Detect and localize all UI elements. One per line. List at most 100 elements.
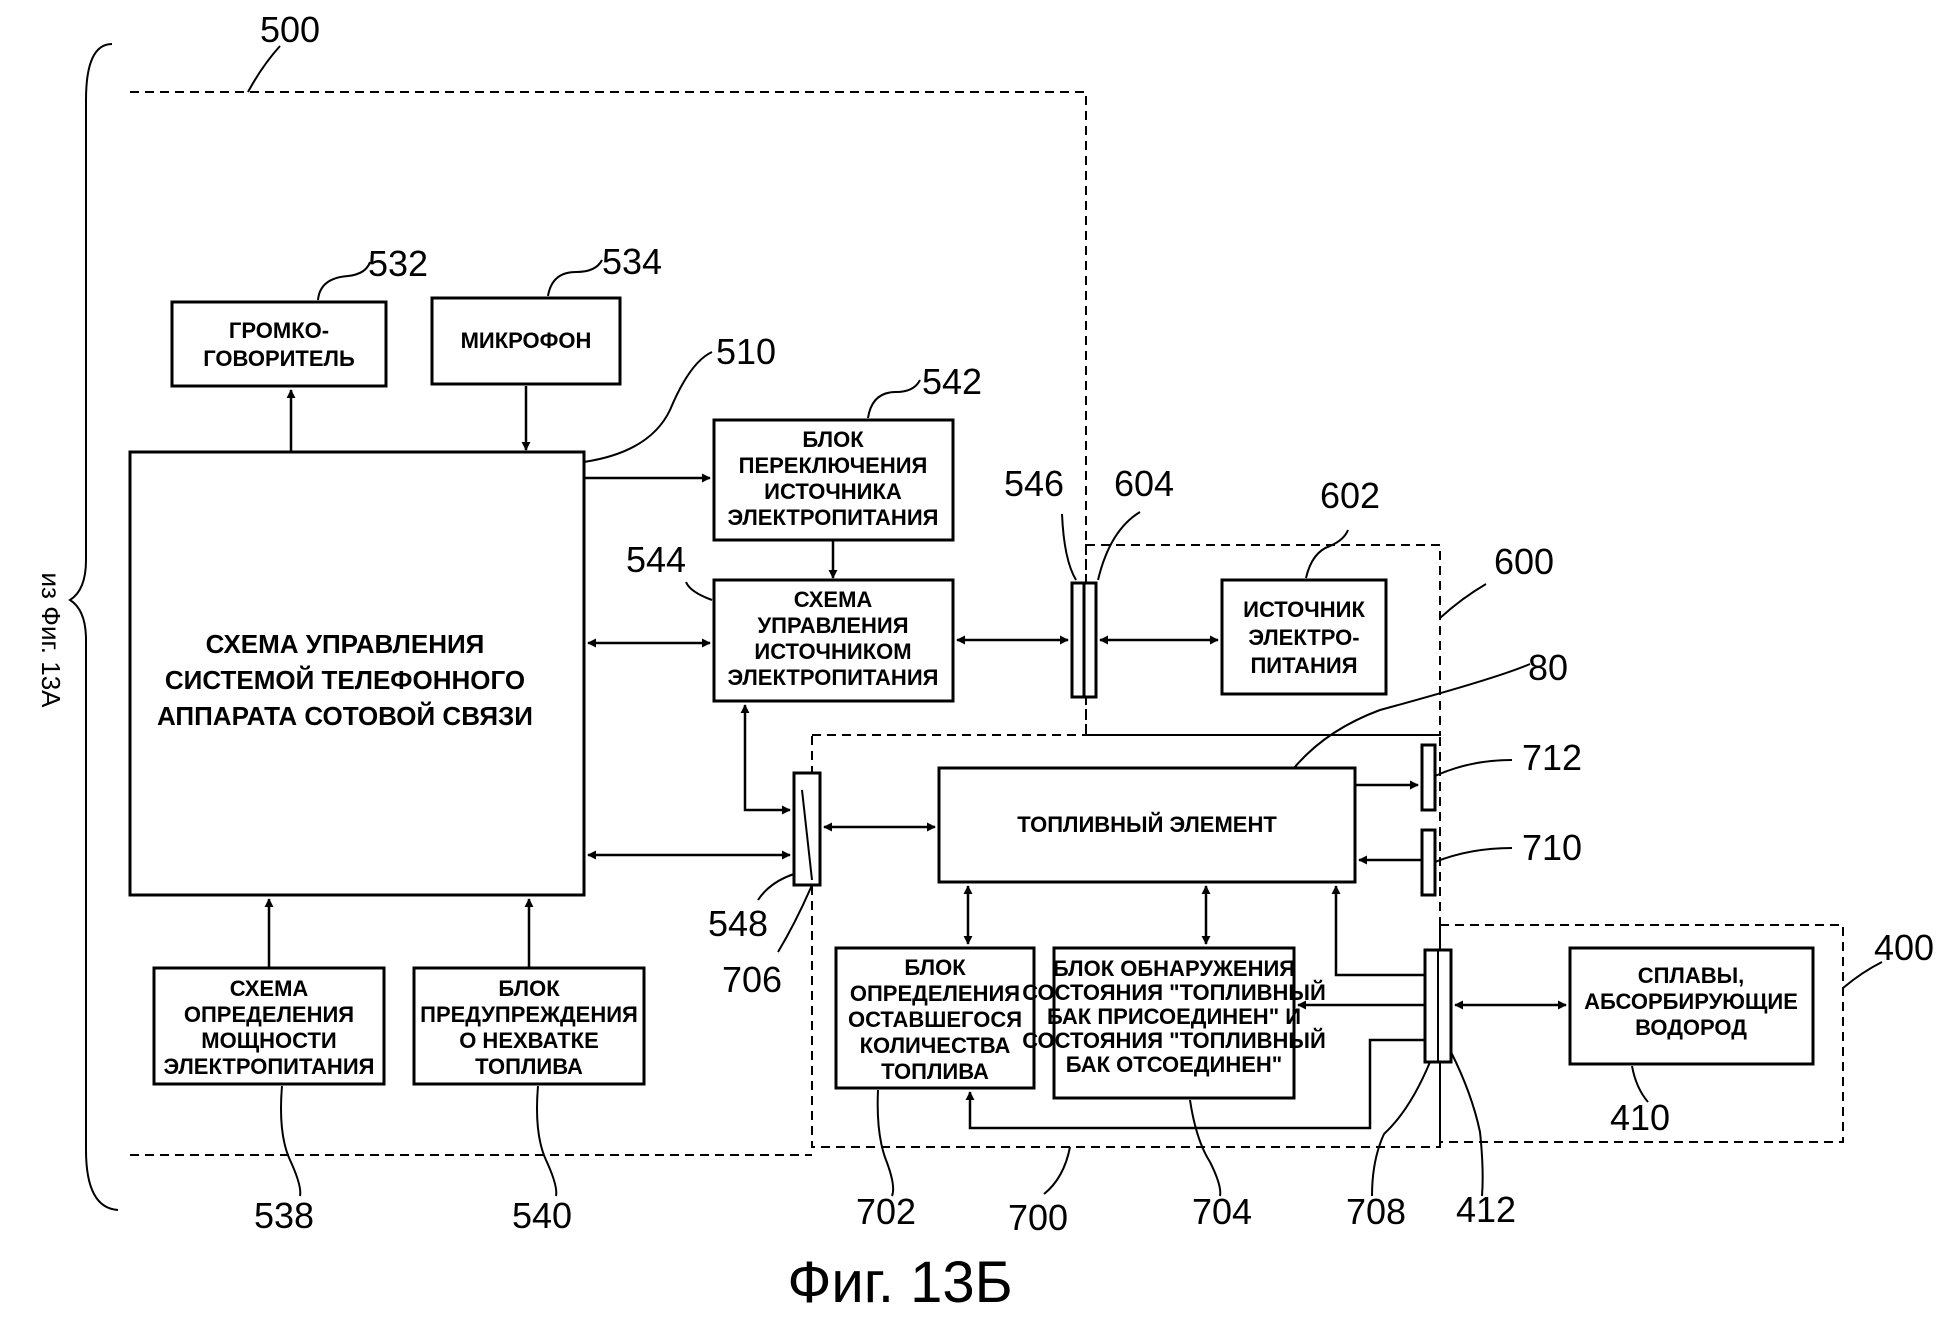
boundary-500 bbox=[130, 91, 1087, 735]
main-control-label-3: АППАРАТА СОТОВОЙ СВЯЗИ bbox=[157, 701, 533, 731]
power-switch-label-2: ПЕРЕКЛЮЧЕНИЯ bbox=[739, 453, 928, 478]
ref-604: 604 bbox=[1114, 463, 1174, 504]
fuel-remaining-label-3: ОСТАВШЕГОСЯ bbox=[848, 1007, 1022, 1032]
main-control-block bbox=[128, 450, 586, 897]
power-detect-label-2: ОПРЕДЕЛЕНИЯ bbox=[184, 1002, 354, 1027]
ref-708: 708 bbox=[1346, 1191, 1406, 1232]
ref-600: 600 bbox=[1494, 541, 1554, 582]
left-brace bbox=[68, 43, 119, 1211]
fuel-remaining-label-5: ТОПЛИВА bbox=[881, 1059, 989, 1084]
leader-702 bbox=[876, 1089, 895, 1197]
leader-710 bbox=[1434, 847, 1513, 863]
power-detect-block bbox=[152, 966, 386, 1086]
ref-412: 412 bbox=[1456, 1189, 1516, 1230]
power-switch-label-3: ИСТОЧНИКА bbox=[764, 479, 902, 504]
tank-state-label-2: СОСТОЯНИЯ "ТОПЛИВНЫЙ bbox=[1022, 980, 1326, 1005]
leader-542 bbox=[867, 379, 921, 419]
leader-544 bbox=[685, 581, 713, 601]
fuel-warning-label-4: ТОПЛИВА bbox=[475, 1054, 583, 1079]
leader-534 bbox=[547, 259, 603, 297]
fuel-remaining-label-2: ОПРЕДЕЛЕНИЯ bbox=[850, 981, 1020, 1006]
ref-602: 602 bbox=[1320, 475, 1380, 516]
speaker-label-2: ГОВОРИТЕЛЬ bbox=[203, 346, 355, 371]
power-detect-label-1: СХЕМА bbox=[230, 976, 309, 1001]
leader-412 bbox=[1450, 1051, 1484, 1197]
leader-538 bbox=[280, 1085, 302, 1197]
connector-548-706-split bbox=[801, 789, 813, 881]
leader-708 bbox=[1371, 1061, 1431, 1197]
ref-700: 700 bbox=[1008, 1197, 1068, 1238]
alloys-label-1: СПЛАВЫ, bbox=[1638, 963, 1745, 988]
ref-80: 80 bbox=[1528, 647, 1568, 688]
power-source-label-1: ИСТОЧНИК bbox=[1243, 597, 1365, 622]
power-control-label-1: СХЕМА bbox=[794, 587, 873, 612]
power-switch-block bbox=[712, 418, 955, 542]
tank-state-label-3: БАК ПРИСОЕДИНЕН" И bbox=[1047, 1004, 1301, 1029]
main-control-label-1: СХЕМА УПРАВЛЕНИЯ bbox=[206, 629, 485, 659]
tank-state-label-1: БЛОК ОБНАРУЖЕНИЯ bbox=[1053, 956, 1295, 981]
connector-604 bbox=[1082, 581, 1098, 699]
tank-state-block bbox=[1052, 946, 1296, 1100]
leader-80 bbox=[1293, 663, 1531, 769]
leader-704 bbox=[1189, 1099, 1222, 1197]
leader-532 bbox=[317, 261, 371, 301]
fuel-warning-block bbox=[412, 966, 646, 1086]
fuel-remaining-label-4: КОЛИЧЕСТВА bbox=[860, 1033, 1011, 1058]
power-detect-label-3: МОЩНОСТИ bbox=[201, 1028, 336, 1053]
leader-706 bbox=[777, 884, 813, 953]
power-source-label-2: ЭЛЕКТРО- bbox=[1248, 625, 1359, 650]
arrow-708-fuelcell bbox=[1331, 885, 1425, 977]
microphone-block bbox=[430, 296, 622, 386]
main-control-label-2: СИСТЕМОЙ ТЕЛЕФОННОГО bbox=[165, 665, 525, 695]
leader-712 bbox=[1434, 759, 1513, 777]
ref-534: 534 bbox=[602, 241, 662, 282]
fuel-cell-label: ТОПЛИВНЫЙ ЭЛЕМЕНТ bbox=[1017, 812, 1277, 837]
power-detect-label-4: ЭЛЕКТРОПИТАНИЯ bbox=[164, 1054, 375, 1079]
fuel-warning-label-1: БЛОК bbox=[498, 976, 560, 1001]
fuel-warning-label-3: О НЕХВАТКЕ bbox=[459, 1028, 599, 1053]
ref-538: 538 bbox=[254, 1195, 314, 1236]
alloys-block bbox=[1568, 946, 1815, 1066]
ref-546: 546 bbox=[1004, 463, 1064, 504]
alloys-label-3: ВОДОРОД bbox=[1635, 1015, 1747, 1040]
leader-510 bbox=[583, 351, 713, 463]
ref-706: 706 bbox=[722, 959, 782, 1000]
ref-712: 712 bbox=[1522, 737, 1582, 778]
speaker-block bbox=[170, 300, 388, 388]
microphone-label: МИКРОФОН bbox=[461, 328, 592, 353]
ref-500: 500 bbox=[260, 9, 320, 50]
leader-548 bbox=[757, 873, 795, 901]
tank-state-label-4: СОСТОЯНИЯ "ТОПЛИВНЫЙ bbox=[1022, 1028, 1326, 1053]
tank-state-label-5: БАК ОТСОЕДИНЕН" bbox=[1066, 1052, 1282, 1077]
power-source-block bbox=[1220, 578, 1388, 696]
fuel-warning-label-2: ПРЕДУПРЕЖДЕНИЯ bbox=[420, 1002, 638, 1027]
leader-700 bbox=[1043, 1146, 1071, 1195]
fuel-remaining-label-1: БЛОК bbox=[904, 955, 966, 980]
ref-704: 704 bbox=[1192, 1191, 1252, 1232]
ref-548: 548 bbox=[708, 903, 768, 944]
ref-710: 710 bbox=[1522, 827, 1582, 868]
arrow-control-548 bbox=[740, 704, 791, 815]
ref-540: 540 bbox=[512, 1195, 572, 1236]
power-control-label-3: ИСТОЧНИКОМ bbox=[754, 639, 911, 664]
power-control-label-2: УПРАВЛЕНИЯ bbox=[757, 613, 908, 638]
leader-410 bbox=[1631, 1065, 1649, 1103]
arrow-708-remaining bbox=[965, 1038, 1425, 1130]
alloys-label-2: АБСОРБИРУЮЩИЕ bbox=[1584, 989, 1798, 1014]
speaker-label-1: ГРОМКО- bbox=[229, 318, 329, 343]
figure-caption: Фиг. 13Б bbox=[787, 1250, 1012, 1315]
leader-600 bbox=[1439, 583, 1487, 619]
leader-546 bbox=[1061, 513, 1077, 581]
leader-400 bbox=[1842, 961, 1883, 989]
leader-500 bbox=[247, 45, 281, 93]
fuel-remaining-block bbox=[834, 946, 1036, 1090]
connector-546 bbox=[1070, 581, 1086, 699]
fuel-cell-block bbox=[937, 766, 1357, 884]
ref-510: 510 bbox=[716, 331, 776, 372]
ref-410: 410 bbox=[1610, 1097, 1670, 1138]
leader-604 bbox=[1097, 511, 1141, 581]
power-control-label-4: ЭЛЕКТРОПИТАНИЯ bbox=[728, 665, 939, 690]
ref-702: 702 bbox=[856, 1191, 916, 1232]
